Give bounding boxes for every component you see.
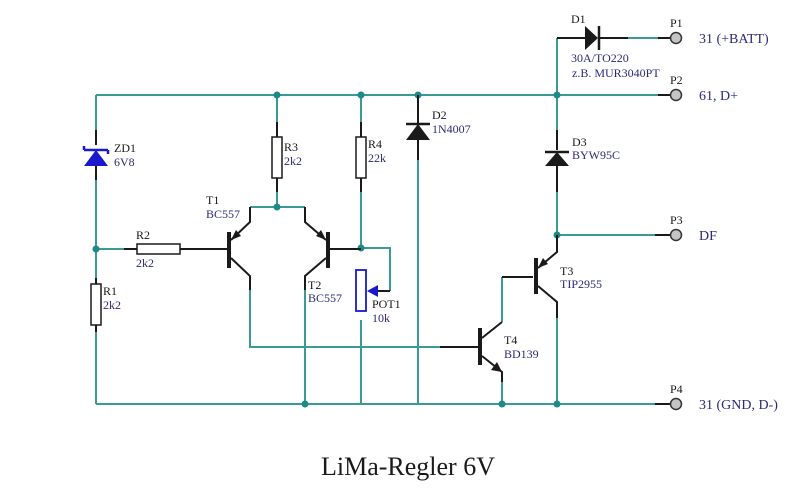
wire bbox=[361, 247, 391, 291]
transistor-t2: T2 BC557 bbox=[304, 207, 361, 305]
transistor-t3: T3 TIP2955 bbox=[502, 235, 602, 318]
r3-value: 2k2 bbox=[284, 154, 302, 168]
p3-ref: P3 bbox=[670, 213, 683, 227]
junction-dot bbox=[553, 400, 561, 408]
resistor-r2: R2 2k2 bbox=[124, 228, 226, 270]
diode-d3: D3 BYW95C bbox=[545, 130, 620, 192]
pot1-ref: POT1 bbox=[372, 297, 401, 311]
d2-value: 1N4007 bbox=[432, 122, 471, 136]
pot1-value: 10k bbox=[372, 311, 390, 325]
diode-d1: D1 30A/TO220 z.B. MUR3040PT bbox=[557, 12, 660, 80]
d1-value-example: z.B. MUR3040PT bbox=[572, 66, 660, 80]
resistor-r3: R3 2k2 bbox=[271, 122, 302, 192]
t1-ref: T1 bbox=[206, 193, 219, 207]
junction-dot bbox=[92, 245, 100, 253]
p2-ref: P2 bbox=[670, 73, 683, 87]
t3-value: TIP2955 bbox=[560, 277, 602, 291]
diode-d2: D2 1N4007 bbox=[406, 95, 471, 160]
connector-pin-icon bbox=[669, 88, 683, 102]
resistor-r4: R4 22k bbox=[355, 122, 386, 192]
p4-ref: P4 bbox=[670, 382, 683, 396]
r3-ref: R3 bbox=[284, 140, 298, 154]
transistor-t4: T4 BD139 bbox=[440, 321, 539, 382]
r2-value: 2k2 bbox=[136, 256, 154, 270]
zd1-value: 6V8 bbox=[114, 155, 135, 169]
zd1-ref: ZD1 bbox=[114, 141, 136, 155]
junction-dot bbox=[553, 91, 561, 99]
r4-ref: R4 bbox=[368, 137, 382, 151]
t4-ref: T4 bbox=[504, 333, 517, 347]
r2-ref: R2 bbox=[136, 228, 150, 242]
p4-label: 31 (GND, D-) bbox=[699, 398, 778, 413]
p1-label: 31 (+BATT) bbox=[699, 32, 769, 47]
junction-dot bbox=[273, 203, 281, 211]
r4-value: 22k bbox=[368, 151, 386, 165]
port-p1: P1 31 (+BATT) bbox=[658, 16, 769, 47]
connector-pin-icon bbox=[669, 397, 683, 411]
r1-ref: R1 bbox=[103, 284, 117, 298]
junction-dot bbox=[301, 400, 309, 408]
p1-ref: P1 bbox=[670, 16, 683, 30]
port-p3: P3 DF bbox=[655, 213, 717, 244]
d1-value: 30A/TO220 bbox=[571, 51, 629, 65]
zener-diode-zd1: ZD1 6V8 bbox=[82, 130, 136, 180]
schematic-title: LiMa-Regler 6V bbox=[321, 452, 495, 481]
p2-label: 61, D+ bbox=[699, 89, 738, 104]
r1-value: 2k2 bbox=[103, 298, 121, 312]
t2-ref: T2 bbox=[308, 278, 321, 292]
junctions bbox=[92, 91, 561, 408]
p3-label: DF bbox=[699, 229, 717, 244]
t3-ref: T3 bbox=[560, 264, 573, 278]
transistor-t1: T1 BC557 bbox=[206, 193, 251, 290]
wires bbox=[95, 37, 672, 405]
potentiometer-pot1: POT1 10k bbox=[355, 269, 401, 325]
port-p4: P4 31 (GND, D-) bbox=[655, 382, 778, 413]
connector-pin-icon bbox=[669, 31, 683, 45]
port-p2: P2 61, D+ bbox=[658, 73, 738, 104]
resistor-r1: R1 2k2 bbox=[90, 278, 121, 332]
d3-ref: D3 bbox=[572, 135, 587, 149]
connector-pin-icon bbox=[669, 228, 683, 242]
wire bbox=[249, 290, 440, 348]
t4-value: BD139 bbox=[504, 347, 539, 361]
junction-dot bbox=[357, 91, 365, 99]
junction-dot bbox=[273, 91, 281, 99]
junction-dot bbox=[498, 400, 506, 408]
d2-ref: D2 bbox=[432, 108, 447, 122]
t2-value: BC557 bbox=[308, 291, 342, 305]
d1-ref: D1 bbox=[571, 12, 586, 26]
d3-value: BYW95C bbox=[572, 148, 620, 162]
t1-value: BC557 bbox=[206, 207, 240, 221]
